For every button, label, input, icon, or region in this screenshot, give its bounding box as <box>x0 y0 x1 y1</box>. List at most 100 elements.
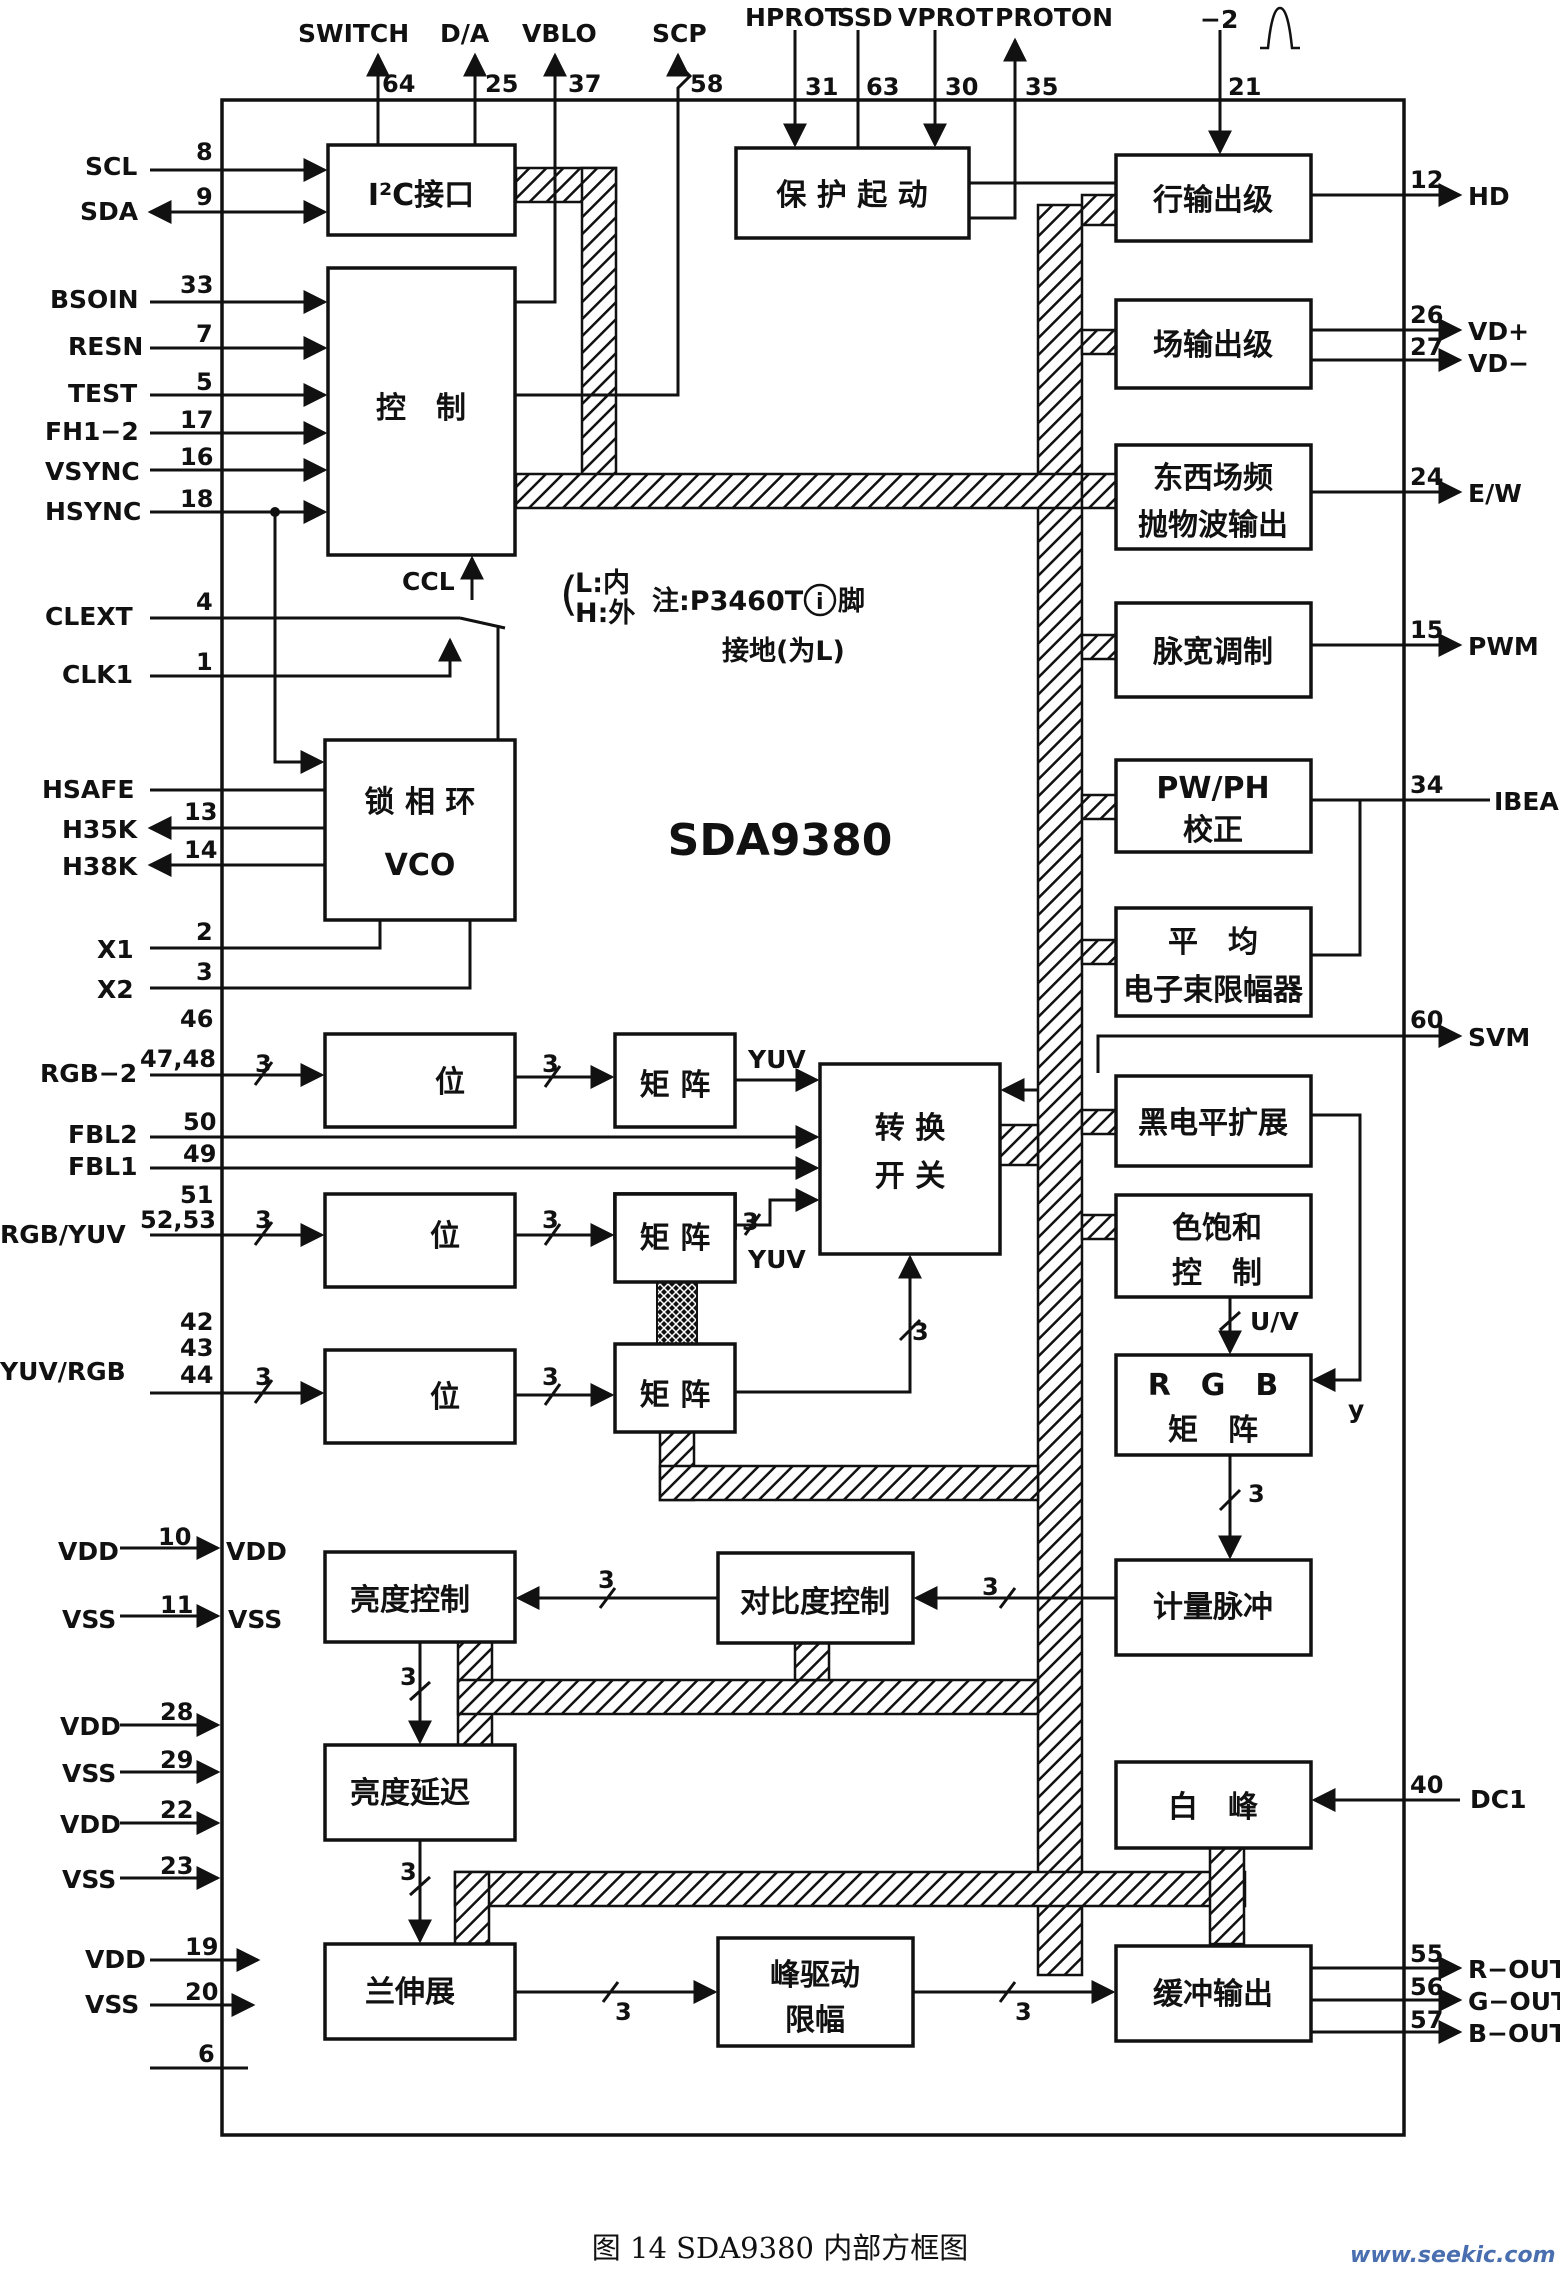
block-bit-3: 位 <box>430 1380 460 1415</box>
svg-text:注:P3460T: 注:P3460T <box>652 585 804 617</box>
svg-text:56: 56 <box>1410 1973 1443 2001</box>
svg-text:3: 3 <box>542 1363 559 1391</box>
left-pins: SCL 8 SDA 9 BSOIN 33 RESN 7 TEST 5 FH1−2… <box>0 138 820 2070</box>
block-protect: 保 护 起 动 <box>776 178 927 213</box>
svg-text:33: 33 <box>180 271 213 299</box>
block-pwph-1: PW/PH <box>1156 771 1269 806</box>
svg-text:FBL1: FBL1 <box>68 1152 137 1181</box>
svg-text:5: 5 <box>196 368 213 396</box>
svg-text:29: 29 <box>160 1746 193 1774</box>
svg-text:VSS: VSS <box>62 1865 116 1894</box>
svg-text:22: 22 <box>160 1796 193 1824</box>
svg-text:VSS: VSS <box>62 1605 116 1634</box>
svg-text:−2: −2 <box>1200 5 1238 34</box>
block-peak-2: 限幅 <box>785 2003 845 2038</box>
note: L:内 H:外 ( 注:P3460T i 脚 接地(为L) <box>560 567 865 667</box>
svg-text:VSS: VSS <box>228 1605 282 1634</box>
block-ew-1: 东西场频 <box>1153 461 1273 496</box>
svg-text:1: 1 <box>196 648 213 676</box>
svg-text:58: 58 <box>690 70 723 98</box>
block-pll-2: VCO <box>385 848 456 883</box>
svg-text:VSS: VSS <box>85 1990 139 2019</box>
svg-text:SSD: SSD <box>837 3 893 32</box>
watermark-logo: www.seekic.com <box>1350 2243 1556 2268</box>
svg-text:G−OUT: G−OUT <box>1468 1987 1560 2016</box>
svg-text:30: 30 <box>945 73 978 101</box>
svg-text:B−OUT: B−OUT <box>1468 2019 1560 2048</box>
block-pwm: 脉宽调制 <box>1153 635 1273 670</box>
block-pll-1: 锁 相 环 <box>365 785 476 820</box>
svg-text:8: 8 <box>196 138 213 166</box>
svg-text:12: 12 <box>1410 166 1443 194</box>
svg-text:37: 37 <box>568 70 601 98</box>
svg-text:43: 43 <box>180 1334 213 1362</box>
svg-text:3: 3 <box>598 1566 615 1594</box>
svg-text:HSYNC: HSYNC <box>45 497 141 526</box>
svg-text:YUV: YUV <box>747 1045 806 1074</box>
svg-text:3: 3 <box>400 1663 417 1691</box>
svg-text:i: i <box>816 590 824 615</box>
svg-text:3: 3 <box>542 1206 559 1234</box>
svg-text:PROTON: PROTON <box>995 3 1113 32</box>
svg-text:脚: 脚 <box>838 586 865 617</box>
svg-text:16: 16 <box>180 443 213 471</box>
svg-text:2: 2 <box>196 918 213 946</box>
svg-text:HPROT: HPROT <box>745 3 842 32</box>
block-rgbm-2: 矩 阵 <box>1168 1413 1258 1448</box>
block-abl-1: 平 均 <box>1168 925 1258 960</box>
svg-text:15: 15 <box>1410 616 1443 644</box>
svg-text:60: 60 <box>1410 1006 1443 1034</box>
svg-text:42: 42 <box>180 1308 213 1336</box>
block-pwph-2: 校正 <box>1183 813 1243 848</box>
svg-text:y: y <box>1348 1395 1364 1424</box>
block-ew-2: 抛物波输出 <box>1138 508 1288 543</box>
block-matrix-3: 矩 阵 <box>640 1378 710 1413</box>
svg-text:RGB−2: RGB−2 <box>40 1059 137 1088</box>
svg-text:H:外: H:外 <box>575 598 635 629</box>
internal-bus <box>453 166 1247 1977</box>
svg-text:SCL: SCL <box>85 152 137 181</box>
block-white: 白 峰 <box>1168 1790 1258 1825</box>
svg-text:34: 34 <box>1410 771 1443 799</box>
svg-text:3: 3 <box>742 1208 759 1236</box>
svg-text:3: 3 <box>542 1050 559 1078</box>
svg-text:L:内: L:内 <box>575 568 630 599</box>
svg-text:64: 64 <box>382 70 415 98</box>
svg-text:25: 25 <box>485 70 518 98</box>
svg-text:21: 21 <box>1228 73 1261 101</box>
svg-text:7: 7 <box>196 320 213 348</box>
svg-text:YUV: YUV <box>747 1245 806 1274</box>
svg-text:17: 17 <box>180 406 213 434</box>
svg-text:VDD: VDD <box>226 1537 287 1566</box>
svg-text:50: 50 <box>183 1108 216 1136</box>
signal-lines: 3 YUV 3 3 YUV 3 3 y U/V 3 3 <box>400 1045 1364 2026</box>
top-pins: SWITCH 64 D/A 25 VBLO 37 SCP 58 HPROT 31… <box>298 3 1300 397</box>
svg-text:D/A: D/A <box>440 19 490 48</box>
svg-text:CLEXT: CLEXT <box>45 602 133 631</box>
svg-text:VSS: VSS <box>62 1759 116 1788</box>
svg-text:(: ( <box>560 567 578 621</box>
svg-text:3: 3 <box>1248 1480 1265 1508</box>
block-vout: 场输出级 <box>1153 328 1273 363</box>
svg-text:3: 3 <box>982 1573 999 1601</box>
svg-text:24: 24 <box>1410 463 1443 491</box>
block-matrix-1: 矩 阵 <box>640 1068 710 1103</box>
svg-text:VDD: VDD <box>85 1945 146 1974</box>
svg-text:VBLO: VBLO <box>522 19 597 48</box>
block-sat-1: 色饱和 <box>1172 1211 1262 1246</box>
svg-text:SWITCH: SWITCH <box>298 19 409 48</box>
svg-text:47,48: 47,48 <box>140 1045 216 1073</box>
svg-text:3: 3 <box>196 958 213 986</box>
svg-text:28: 28 <box>160 1698 193 1726</box>
svg-text:VD+: VD+ <box>1468 317 1529 346</box>
block-contrast: 对比度控制 <box>740 1585 890 1620</box>
svg-text:SCP: SCP <box>652 19 707 48</box>
svg-text:RESN: RESN <box>68 332 143 361</box>
block-rgbm-1: R G B <box>1148 1368 1279 1403</box>
block-bdelay: 亮度延迟 <box>350 1776 470 1811</box>
svg-text:10: 10 <box>158 1523 191 1551</box>
svg-text:VSYNC: VSYNC <box>45 457 140 486</box>
svg-text:BSOIN: BSOIN <box>50 285 139 314</box>
svg-text:VDD: VDD <box>60 1810 121 1839</box>
svg-text:14: 14 <box>184 836 217 864</box>
